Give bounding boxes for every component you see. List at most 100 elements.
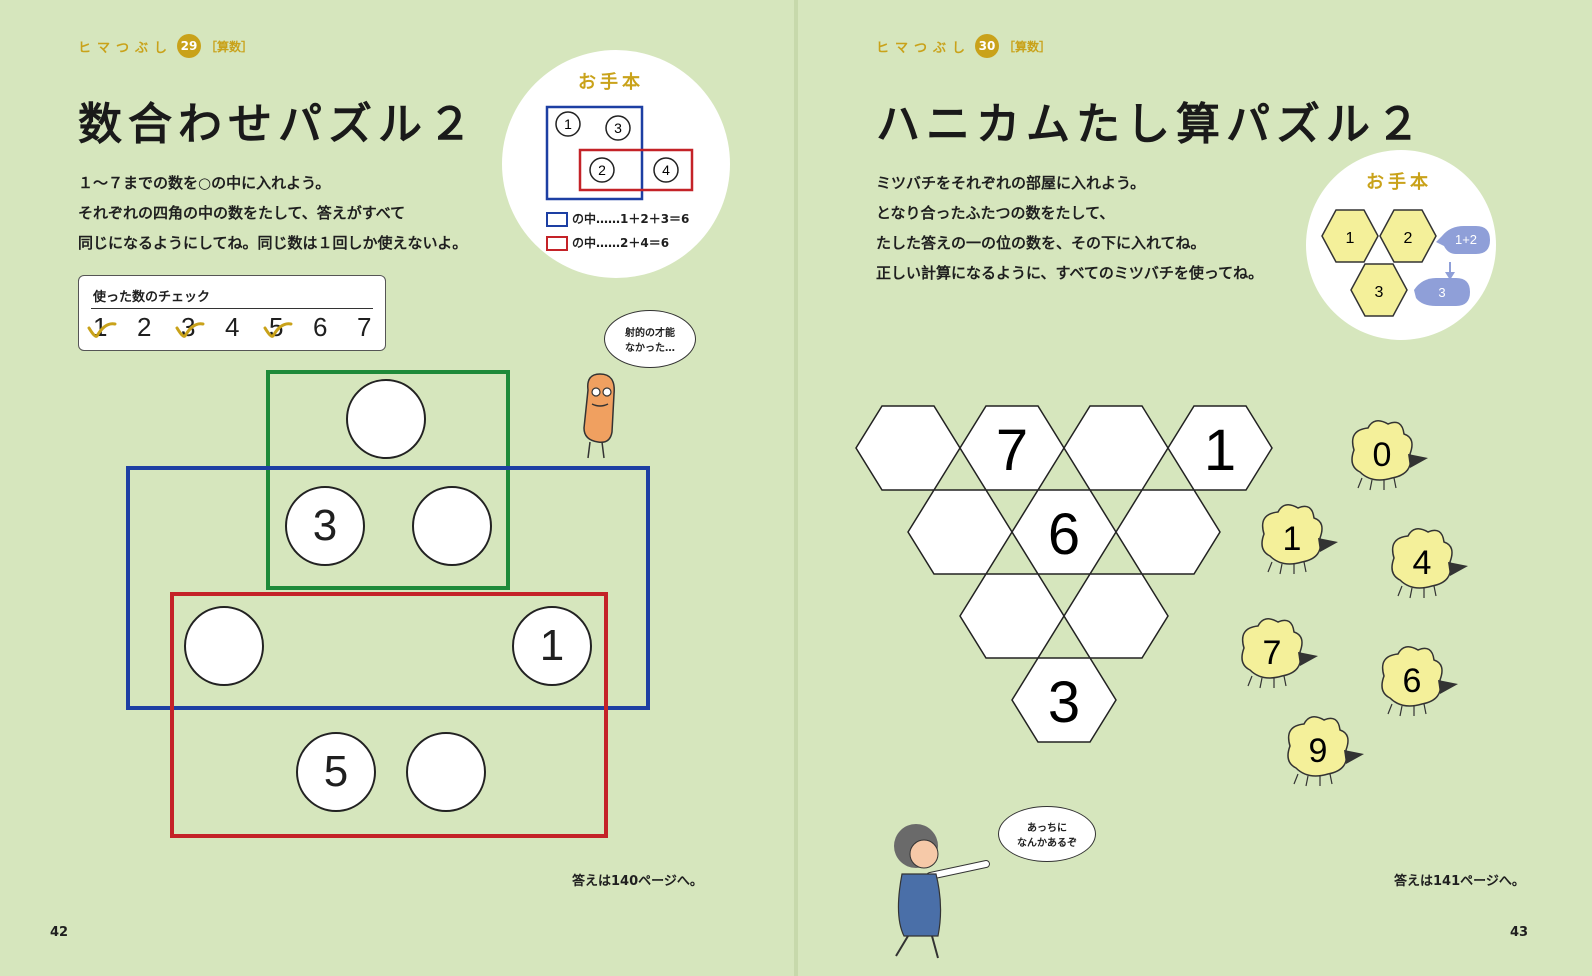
speech-line: なんかあるぞ <box>1017 838 1077 849</box>
legend-red-swatch <box>546 236 568 251</box>
puzzle-slot-bottom-right[interactable] <box>406 732 486 812</box>
series-header: ヒマつぶし 30 ［算数］ <box>876 34 1051 58</box>
hex-cell[interactable] <box>1115 489 1221 575</box>
used-numbers-check: 使った数のチェック 1 2 3 4 5 6 7 <box>78 275 386 351</box>
instruction-line: それぞれの四角の中の数をたして、答えがすべて <box>78 204 406 222</box>
sample-hex-1 <box>1321 209 1379 263</box>
bee-number: 6 <box>1403 662 1422 700</box>
bee-icon[interactable]: 7 <box>1241 618 1319 689</box>
sausage-character-icon <box>583 373 615 459</box>
bee-icon[interactable]: 6 <box>1381 646 1459 717</box>
sample-bee-number: 2 <box>1404 230 1413 247</box>
speech-line: なかった… <box>625 343 675 354</box>
speech-line: 射的の才能 <box>625 328 675 339</box>
sample-bee-number: 1 <box>1346 230 1355 247</box>
hex-cell[interactable] <box>1063 405 1169 491</box>
series-header: ヒマつぶし 29 ［算数］ <box>78 34 253 58</box>
legend-blue-text: の中……1＋2＋3＝6 <box>572 212 690 226</box>
right-page: ヒマつぶし 30 ［算数］ ハニカムたし算パズル２ ミツバチをそれぞれの部屋に入… <box>798 0 1592 976</box>
instruction-line: 同じになるようにしてね。同じ数は１回しか使えないよ。 <box>78 234 468 252</box>
puzzle-slot-lower-right[interactable]: 1 <box>512 606 592 686</box>
instructions: ミツバチをそれぞれの部屋に入れよう。 となり合ったふたつの数をたして、 たした答… <box>876 168 1263 288</box>
hex-cell[interactable] <box>907 489 1013 575</box>
sample-blue-box <box>545 105 644 201</box>
hex-cell[interactable] <box>855 405 961 491</box>
answer-note: 答えは140ページへ。 <box>572 874 703 889</box>
speech-line: あっちに <box>1027 823 1067 834</box>
hex-number: 6 <box>1048 502 1080 567</box>
legend-red-text: の中……2＋4＝6 <box>572 236 670 250</box>
green-group-box <box>266 370 510 590</box>
sample-diagram: 1 2 3 1+2 3 <box>1321 209 1490 317</box>
sample-number: 4 <box>662 162 670 178</box>
bee-number: 0 <box>1373 436 1392 474</box>
page-number: 43 <box>1510 925 1529 940</box>
bee-icon[interactable]: 9 <box>1287 716 1365 787</box>
bee-icon[interactable]: 4 <box>1391 528 1469 599</box>
check-mark-icon <box>263 322 293 338</box>
bee-icon[interactable]: 1 <box>1261 504 1339 575</box>
boy-character-icon <box>894 824 990 959</box>
check-number-text: 7 <box>357 312 372 342</box>
page-title: 数合わせパズル２ <box>78 99 478 150</box>
series-label: ヒマつぶし <box>876 40 972 56</box>
page-number: 42 <box>50 925 69 940</box>
left-page: ヒマつぶし 29 ［算数］ 数合わせパズル２ １～７までの数を○の中に入れよう。… <box>0 0 794 976</box>
sample-red-box <box>578 148 694 192</box>
check-divider <box>91 308 373 309</box>
subject-label: ［算数］ <box>205 39 254 54</box>
check-number-1[interactable]: 1 <box>87 312 137 343</box>
hex-cell[interactable] <box>1063 573 1169 659</box>
instruction-line: 正しい計算になるように、すべてのミツバチを使ってね。 <box>876 264 1264 282</box>
bee-number: 4 <box>1413 544 1432 582</box>
instruction-line: となり合ったふたつの数をたして、 <box>876 204 1115 222</box>
puzzle-slot-middle-left[interactable]: 3 <box>285 486 365 566</box>
check-title: 使った数のチェック <box>93 290 211 305</box>
check-number-2[interactable]: 2 <box>137 312 181 343</box>
sample-panel: お手本 1 3 2 4 の中……1＋2＋3＝6 の中……2＋4＝6 <box>502 50 730 278</box>
series-number-badge: 29 <box>177 34 202 58</box>
puzzle-slot-top[interactable] <box>346 379 426 459</box>
sample-title: お手本 <box>1366 172 1432 193</box>
bee-icon[interactable]: 0 <box>1351 420 1429 491</box>
check-number-3[interactable]: 3 <box>175 312 225 343</box>
check-number-4[interactable]: 4 <box>225 312 269 343</box>
speech-bubble: あっちに なんかあるぞ <box>998 806 1096 862</box>
hex-cell[interactable] <box>1167 405 1273 491</box>
puzzle-slot-lower-left[interactable] <box>184 606 264 686</box>
bee-group: 0 1 4 7 6 9 <box>1241 420 1469 787</box>
sample-diagram: 1 3 2 4 <box>545 105 694 201</box>
sample-circle-1 <box>555 111 581 137</box>
check-number-6[interactable]: 6 <box>313 312 357 343</box>
hex-number: 3 <box>1048 670 1080 735</box>
bee-number: 7 <box>1263 634 1282 672</box>
legend-blue-swatch <box>546 212 568 227</box>
sample-number: 1 <box>564 116 572 132</box>
sample-circle-2 <box>589 157 615 183</box>
puzzle-slot-middle-right[interactable] <box>412 486 492 566</box>
sample-sum-text: 1+2 <box>1455 232 1477 247</box>
sample-circle-3 <box>605 115 631 141</box>
subject-label: ［算数］ <box>1003 39 1052 54</box>
answer-note: 答えは141ページへ。 <box>1394 874 1525 889</box>
puzzle-slot-bottom-left[interactable]: 5 <box>296 732 376 812</box>
check-number-7[interactable]: 7 <box>357 312 401 343</box>
sample-bee-number: 3 <box>1375 284 1384 301</box>
series-number-badge: 30 <box>975 34 1000 58</box>
hex-cell[interactable] <box>1011 657 1117 743</box>
sample-number: 3 <box>614 120 622 136</box>
hex-cell[interactable] <box>959 573 1065 659</box>
hex-number: 7 <box>996 418 1028 483</box>
check-numbers: 1 2 3 4 5 6 7 <box>87 312 401 343</box>
speech-bubble: 射的の才能 なかった… <box>604 310 696 368</box>
check-number-5[interactable]: 5 <box>263 312 313 343</box>
sample-title: お手本 <box>578 72 644 93</box>
sample-arrow-head-icon <box>1445 272 1455 280</box>
check-number-text: 2 <box>137 312 152 342</box>
honeycomb-grid: 7 1 6 3 <box>855 405 1273 743</box>
check-mark-icon <box>87 322 117 338</box>
instruction-line: ミツバチをそれぞれの部屋に入れよう。 <box>876 174 1146 192</box>
sample-number: 2 <box>598 162 606 178</box>
red-group-box <box>170 592 608 838</box>
